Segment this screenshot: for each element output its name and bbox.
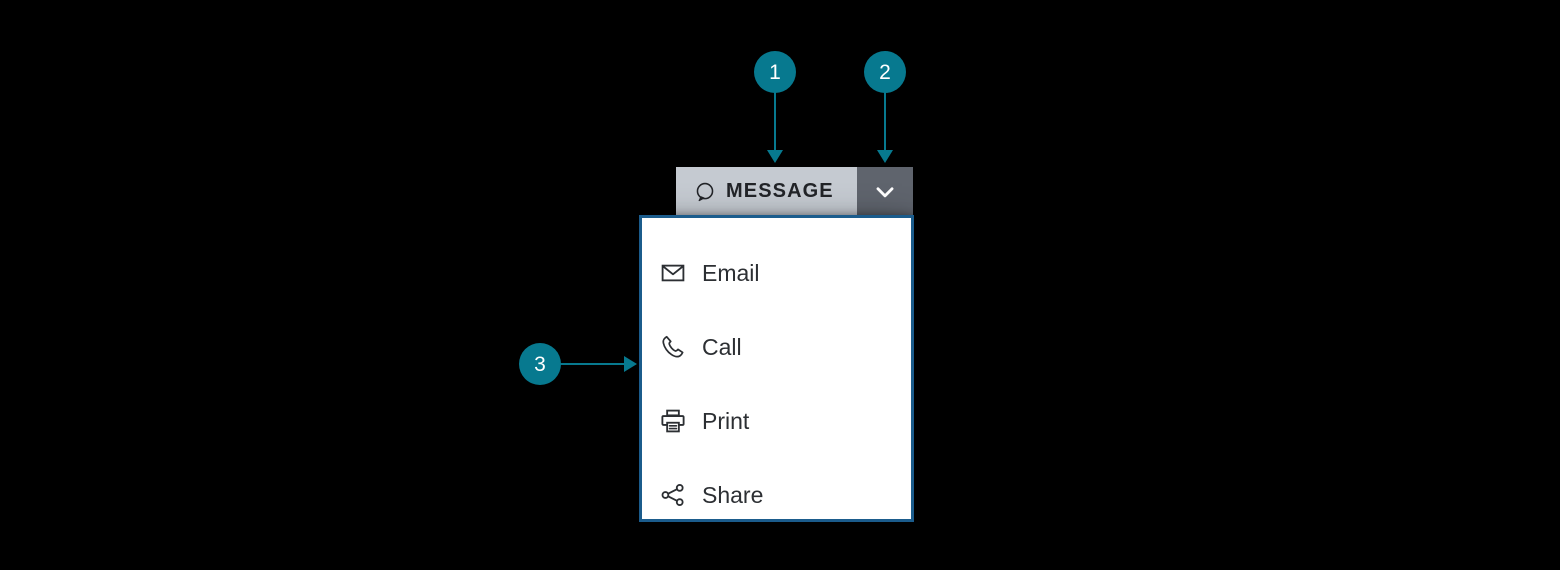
menu-item-share[interactable]: Share	[642, 458, 911, 532]
leader-line-3	[559, 363, 627, 365]
dropdown-menu-container: Email Call Print	[639, 215, 914, 522]
callout-badge-1-number: 1	[769, 60, 781, 84]
chevron-down-icon	[876, 186, 894, 197]
menu-item-call[interactable]: Call	[642, 310, 911, 384]
arrow-down-icon	[877, 150, 893, 163]
leader-line-1	[774, 90, 776, 152]
callout-badge-3-number: 3	[534, 352, 546, 376]
split-button: MESSAGE	[676, 167, 913, 216]
dropdown-menu: Email Call Print	[639, 215, 914, 522]
menu-item-call-label: Call	[702, 333, 742, 360]
speech-bubble-icon	[696, 182, 714, 201]
menu-item-print-label: Print	[702, 407, 750, 434]
arrow-right-icon	[624, 356, 637, 372]
arrow-down-icon	[767, 150, 783, 163]
callout-badge-3: 3	[519, 343, 561, 385]
envelope-icon	[661, 264, 685, 282]
leader-line-2	[884, 90, 886, 152]
message-button-label: MESSAGE	[726, 180, 834, 202]
share-nodes-icon	[661, 484, 684, 506]
menu-item-share-label: Share	[702, 481, 764, 508]
phone-icon	[662, 335, 684, 358]
printer-icon	[661, 409, 685, 433]
dropdown-toggle-button[interactable]	[857, 167, 913, 216]
callout-badge-2-number: 2	[879, 60, 891, 84]
menu-item-email[interactable]: Email	[642, 236, 911, 310]
message-button[interactable]: MESSAGE	[676, 167, 857, 216]
callout-badge-2: 2	[864, 51, 906, 93]
callout-badge-1: 1	[754, 51, 796, 93]
menu-item-print[interactable]: Print	[642, 384, 911, 458]
menu-item-email-label: Email	[702, 259, 760, 286]
